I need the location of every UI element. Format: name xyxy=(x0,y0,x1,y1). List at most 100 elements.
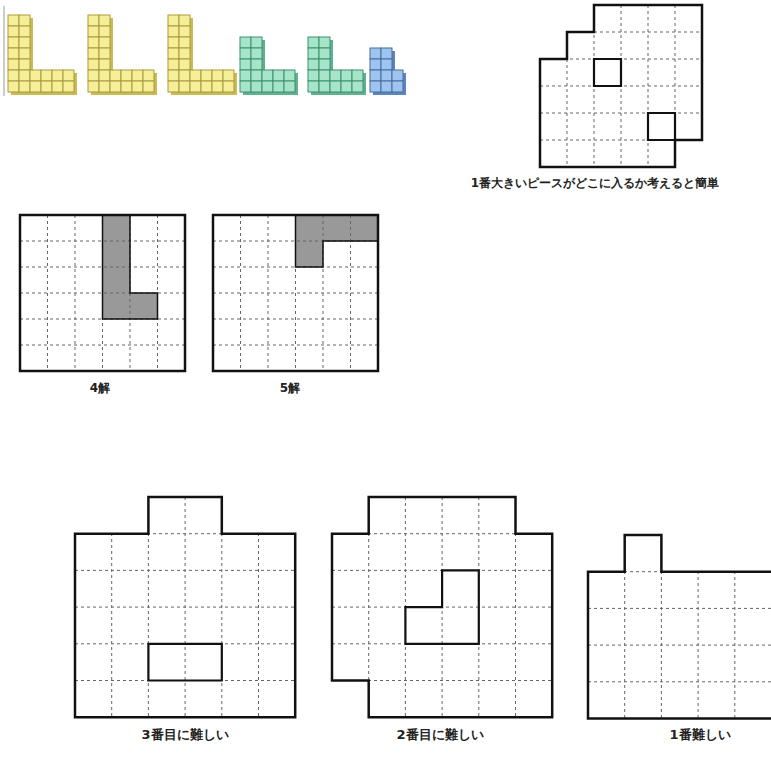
board-ground xyxy=(20,215,185,371)
caption-label: 2番目に難しい xyxy=(396,727,483,743)
grid-line xyxy=(588,645,771,646)
hole-outline xyxy=(405,570,478,643)
piece-cell xyxy=(19,15,30,26)
board-outline xyxy=(213,215,378,371)
puzzle-board xyxy=(332,497,552,717)
piece-cell xyxy=(381,59,392,70)
piece-cell xyxy=(110,70,121,81)
piece-cell xyxy=(88,15,99,26)
grid-line xyxy=(47,215,48,371)
l-piece xyxy=(308,37,366,95)
piece-cell xyxy=(168,37,179,48)
piece-cell xyxy=(99,15,110,26)
board-ground xyxy=(213,215,378,371)
piece-cell xyxy=(19,70,30,81)
piece-cell xyxy=(99,48,110,59)
piece-cell xyxy=(240,37,251,48)
piece-cell xyxy=(8,48,19,59)
piece-outline xyxy=(103,215,158,319)
piece-cell xyxy=(8,15,19,26)
piece-cell xyxy=(319,70,330,81)
hint-note: 1番大きいピースがどこに入るか考えると簡単 xyxy=(471,176,719,190)
grid-line xyxy=(588,681,771,682)
piece-cell xyxy=(240,70,251,81)
board-outline xyxy=(540,5,702,167)
piece-cell xyxy=(179,37,190,48)
piece-cell xyxy=(370,59,381,70)
piece-cell xyxy=(319,81,330,92)
board-outline xyxy=(20,215,185,371)
piece-cell xyxy=(240,48,251,59)
piece-cell xyxy=(88,48,99,59)
grid-line xyxy=(213,319,378,320)
grid-line xyxy=(213,293,378,294)
grid-line xyxy=(540,32,702,33)
piece-cell xyxy=(99,37,110,48)
piece-cell xyxy=(212,81,223,92)
piece-cell xyxy=(308,70,319,81)
piece-cell xyxy=(168,81,179,92)
piece-cell xyxy=(168,59,179,70)
piece-cell xyxy=(319,48,330,59)
piece-cell xyxy=(19,26,30,37)
piece-cell xyxy=(8,26,19,37)
piece-cell xyxy=(370,70,381,81)
l-piece xyxy=(240,37,298,95)
piece-cell xyxy=(319,37,330,48)
piece-cell xyxy=(168,70,179,81)
piece-cell xyxy=(8,81,19,92)
piece-cell xyxy=(251,70,262,81)
piece-cell xyxy=(262,81,273,92)
piece-cell xyxy=(370,81,381,92)
piece-cell xyxy=(41,81,52,92)
piece-cell xyxy=(392,81,403,92)
board-outline xyxy=(75,497,295,717)
placed-piece xyxy=(296,215,379,267)
piece-cell xyxy=(19,59,30,70)
piece-cell xyxy=(88,70,99,81)
piece-cell xyxy=(99,59,110,70)
caption-label: 3番目に難しい xyxy=(141,727,228,743)
hole-outline xyxy=(648,113,675,140)
piece-cell xyxy=(251,48,262,59)
piece-cell xyxy=(190,70,201,81)
piece-cell xyxy=(223,70,234,81)
grid-line xyxy=(75,607,295,608)
piece-cell xyxy=(392,70,403,81)
caption-label: 1番難しい xyxy=(669,727,730,743)
piece-cell xyxy=(19,37,30,48)
puzzle-board xyxy=(540,5,702,167)
piece-cell xyxy=(223,81,234,92)
piece-cell xyxy=(30,70,41,81)
piece-cell xyxy=(308,48,319,59)
puzzle-board xyxy=(20,215,185,371)
piece-cell xyxy=(240,59,251,70)
piece-cell xyxy=(168,48,179,59)
piece-cell xyxy=(179,26,190,37)
piece-cell xyxy=(273,81,284,92)
piece-cell xyxy=(179,59,190,70)
piece-cell xyxy=(8,59,19,70)
grid-line xyxy=(20,345,185,346)
piece-cell xyxy=(319,59,330,70)
piece-cell xyxy=(251,59,262,70)
piece-cell xyxy=(63,81,74,92)
piece-cell xyxy=(352,81,363,92)
piece-cell xyxy=(308,81,319,92)
piece-cell xyxy=(99,81,110,92)
edge-line xyxy=(4,6,5,96)
piece-cell xyxy=(330,70,341,81)
board-ground xyxy=(332,497,552,717)
puzzle-board xyxy=(588,535,771,719)
piece-cell xyxy=(63,70,74,81)
grid-line xyxy=(75,570,295,571)
puzzle-board xyxy=(213,215,378,371)
puzzle-board xyxy=(75,497,295,717)
piece-cell xyxy=(52,70,63,81)
piece-cell xyxy=(121,81,132,92)
board-ground xyxy=(588,535,771,719)
grid-line xyxy=(588,608,771,609)
piece-cell xyxy=(179,48,190,59)
piece-cell xyxy=(251,37,262,48)
